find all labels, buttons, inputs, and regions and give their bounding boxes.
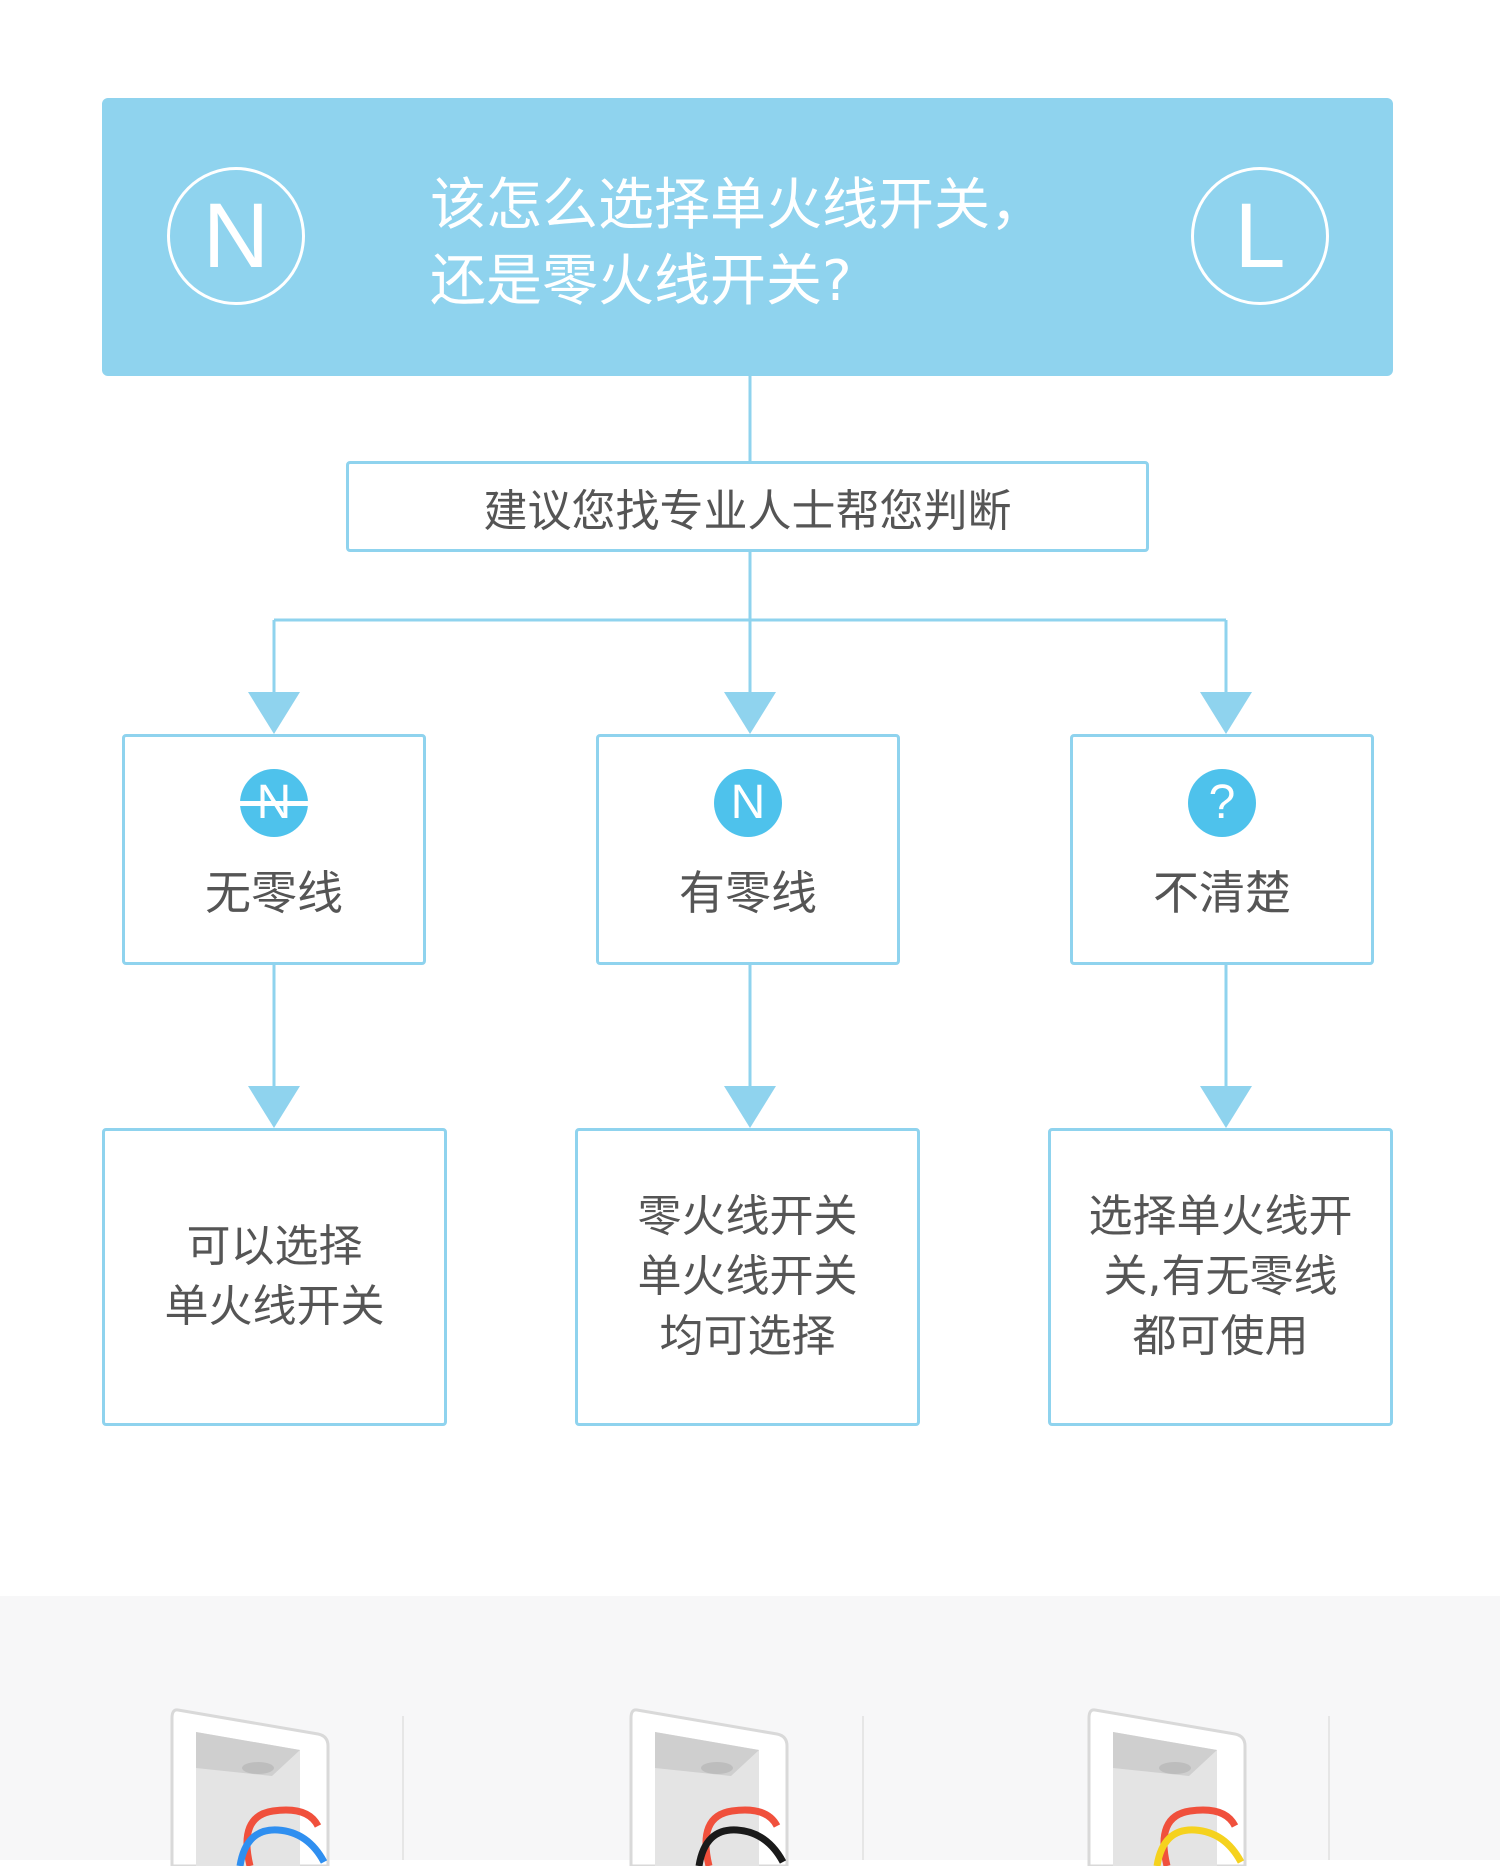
- no-neutral-icon-letter: N: [256, 776, 292, 829]
- right-badge-letter: L: [1234, 185, 1286, 287]
- question-icon: ?: [1188, 769, 1256, 837]
- page-title-line2: 还是零火线开关?: [430, 249, 852, 314]
- condition-no-neutral: N 无零线: [122, 734, 426, 965]
- switch-box-red-blue-wires-icon: [170, 1708, 330, 1866]
- arrow-to-cond3: [1200, 692, 1252, 734]
- arrow-to-cond2: [724, 692, 776, 734]
- result-line: 单火线开关: [637, 1251, 858, 1302]
- result-line: 可以选择: [186, 1221, 363, 1272]
- arrow-to-result1: [248, 1086, 300, 1128]
- page-title-line1: 该怎么选择单火线开关，: [430, 173, 1046, 238]
- left-badge-letter: N: [202, 185, 270, 287]
- arrow-to-result2: [724, 1086, 776, 1128]
- result-line: 均可选择: [659, 1311, 836, 1362]
- illustration-divider: [1328, 1716, 1330, 1860]
- page-title: 该怎么选择单火线开关， 还是零火线开关?: [430, 168, 1130, 320]
- condition-label: 有零线: [679, 866, 817, 920]
- result-line: 单火线开关: [164, 1281, 385, 1332]
- result-line: 选择单火线开: [1088, 1191, 1353, 1242]
- result-no-neutral: 可以选择 单火线开关: [102, 1128, 447, 1426]
- result-unsure: 选择单火线开 关,有无零线 都可使用: [1048, 1128, 1393, 1426]
- illustration-strip: [0, 1596, 1500, 1866]
- live-l-icon: L: [1191, 167, 1329, 305]
- question-icon-glyph: ?: [1208, 776, 1236, 829]
- no-neutral-icon: N: [240, 769, 308, 837]
- result-has-neutral: 零火线开关 单火线开关 均可选择: [575, 1128, 920, 1426]
- arrow-to-result3: [1200, 1086, 1252, 1128]
- result-line: 零火线开关: [637, 1191, 858, 1242]
- condition-label: 无零线: [205, 866, 343, 920]
- neutral-icon-letter: N: [730, 776, 766, 829]
- switch-box-red-black-wires-icon: [629, 1708, 789, 1866]
- condition-label: 不清楚: [1153, 866, 1291, 920]
- header-banner: N 该怎么选择单火线开关， 还是零火线开关? L: [102, 98, 1393, 376]
- neutral-icon: N: [714, 769, 782, 837]
- condition-unsure: ? 不清楚: [1070, 734, 1374, 965]
- advice-text: 建议您找专业人士帮您判断: [483, 485, 1012, 537]
- result-line: 关,有无零线: [1103, 1251, 1338, 1302]
- illustration-divider: [402, 1716, 404, 1860]
- illustration-divider: [862, 1716, 864, 1860]
- advice-box: 建议您找专业人士帮您判断: [346, 461, 1149, 552]
- neutral-n-icon: N: [167, 167, 305, 305]
- result-line: 都可使用: [1132, 1311, 1309, 1362]
- arrow-to-cond1: [248, 692, 300, 734]
- condition-has-neutral: N 有零线: [596, 734, 900, 965]
- switch-box-red-yellow-wires-icon: [1087, 1708, 1247, 1866]
